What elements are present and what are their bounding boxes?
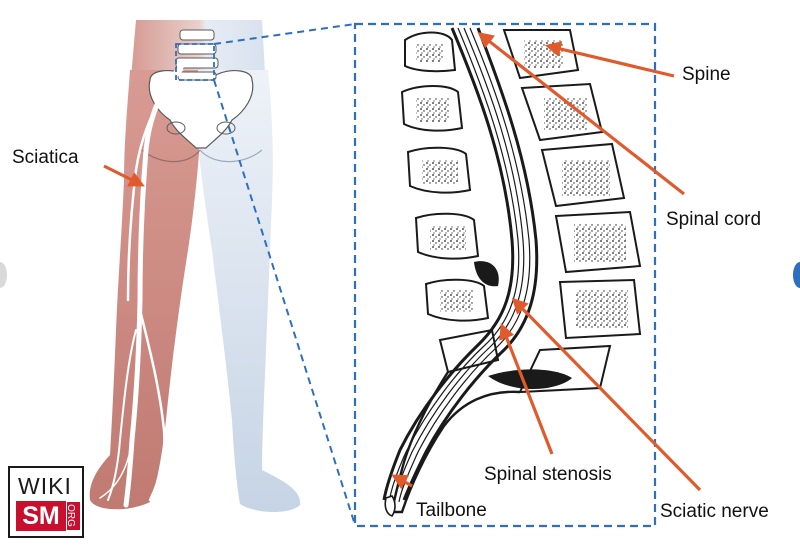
body-back-view: [90, 20, 300, 512]
logo-sm-text: SM: [16, 501, 66, 531]
label-sciatic-nerve: Sciatic nerve: [660, 501, 769, 522]
wikism-logo: WIKI SM ORG: [8, 466, 84, 538]
logo-wiki-text: WIKI: [18, 473, 72, 500]
next-slide-indicator[interactable]: [793, 262, 800, 288]
label-tailbone: Tailbone: [416, 500, 487, 521]
label-spinal-stenosis: Spinal stenosis: [484, 464, 612, 485]
logo-org-tag: ORG: [67, 502, 80, 530]
logo-org-text: ORG: [65, 504, 76, 527]
label-spinal-cord: Spinal cord: [666, 209, 761, 230]
label-spine: Spine: [682, 64, 731, 85]
label-sciatica: Sciatica: [12, 147, 79, 168]
